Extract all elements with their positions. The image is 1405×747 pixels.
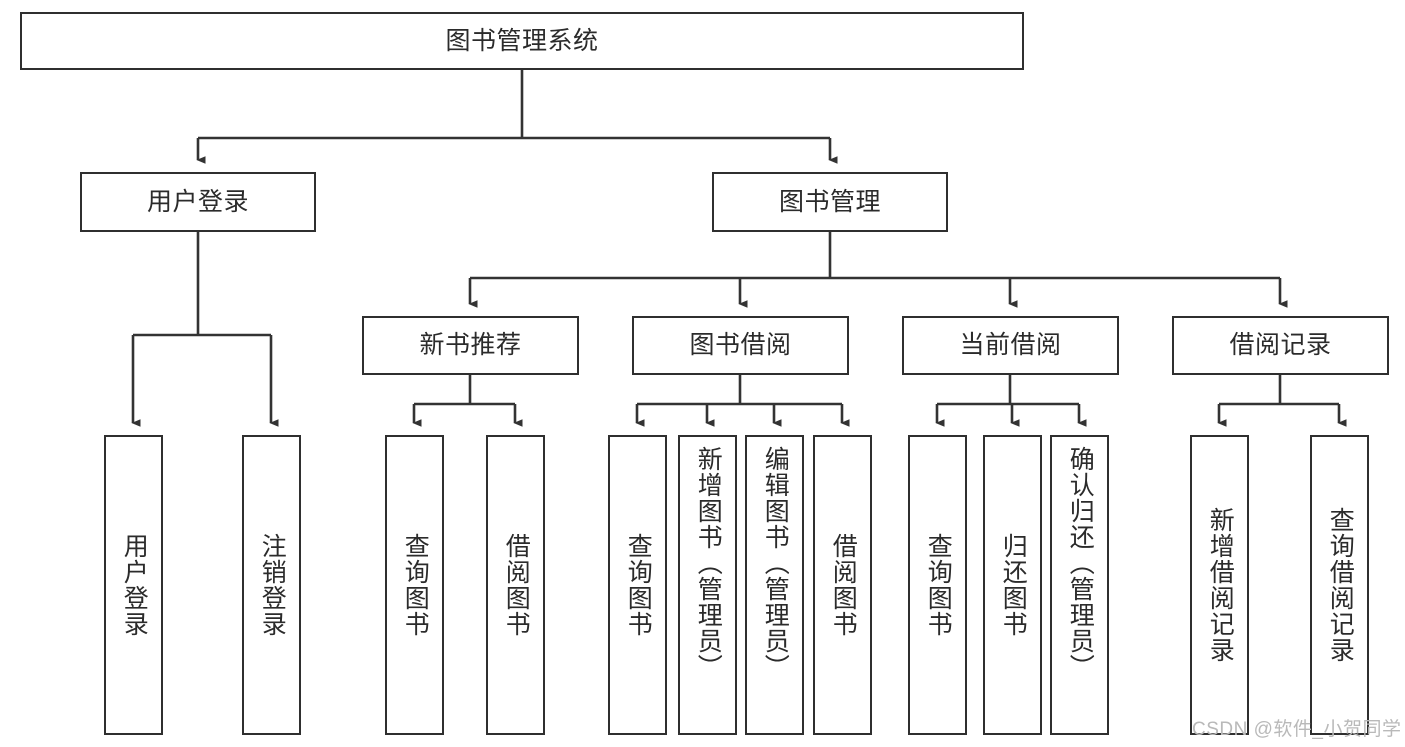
node-root-system-label: 图书管理系统 (445, 26, 599, 55)
node-leaf-confirm-return[interactable]: 确认归还（管理员） (1050, 435, 1109, 735)
node-leaf-query-record[interactable]: 查询借阅记录 (1310, 435, 1369, 735)
node-leaf-borrow-book-2-label: 借阅图书 (829, 533, 858, 637)
node-root-system[interactable]: 图书管理系统 (20, 12, 1024, 70)
node-leaf-add-book[interactable]: 新增图书（管理员） (678, 435, 737, 735)
node-current-borrow-label: 当前借阅 (959, 331, 1062, 359)
node-new-book-recommend[interactable]: 新书推荐 (362, 316, 579, 375)
node-leaf-query-book-2-label: 查询图书 (624, 533, 653, 637)
node-leaf-query-book-3[interactable]: 查询图书 (908, 435, 967, 735)
node-leaf-add-record[interactable]: 新增借阅记录 (1190, 435, 1249, 735)
node-book-manage[interactable]: 图书管理 (712, 172, 948, 232)
node-leaf-query-book-3-label: 查询图书 (924, 533, 953, 637)
node-leaf-query-book-2[interactable]: 查询图书 (608, 435, 667, 735)
node-book-borrow[interactable]: 图书借阅 (632, 316, 849, 375)
node-leaf-query-book-1[interactable]: 查询图书 (385, 435, 444, 735)
node-leaf-add-record-label: 新增借阅记录 (1206, 507, 1235, 663)
node-current-borrow[interactable]: 当前借阅 (902, 316, 1119, 375)
node-borrow-record-label: 借阅记录 (1229, 331, 1332, 359)
node-leaf-add-book-label: 新增图书（管理员） (694, 446, 723, 680)
node-borrow-record[interactable]: 借阅记录 (1172, 316, 1389, 375)
node-leaf-borrow-book-2[interactable]: 借阅图书 (813, 435, 872, 735)
node-leaf-return-book[interactable]: 归还图书 (983, 435, 1042, 735)
node-leaf-user-logout-label: 注销登录 (258, 533, 287, 637)
node-leaf-query-record-label: 查询借阅记录 (1326, 507, 1355, 663)
node-leaf-edit-book[interactable]: 编辑图书（管理员） (745, 435, 804, 735)
node-leaf-borrow-book-1-label: 借阅图书 (502, 533, 531, 637)
node-leaf-return-book-label: 归还图书 (999, 533, 1028, 637)
node-user-login[interactable]: 用户登录 (80, 172, 316, 232)
node-book-manage-label: 图书管理 (778, 187, 881, 216)
node-leaf-query-book-1-label: 查询图书 (401, 533, 430, 637)
node-leaf-edit-book-label: 编辑图书（管理员） (761, 446, 790, 680)
node-new-book-recommend-label: 新书推荐 (419, 331, 522, 359)
node-leaf-user-login[interactable]: 用户登录 (104, 435, 163, 735)
node-book-borrow-label: 图书借阅 (689, 331, 792, 359)
csdn-watermark: CSDN @软件_小贺同学 (1192, 719, 1402, 740)
node-leaf-confirm-return-label: 确认归还（管理员） (1066, 446, 1095, 680)
node-leaf-user-login-label: 用户登录 (120, 533, 149, 637)
node-leaf-user-logout[interactable]: 注销登录 (242, 435, 301, 735)
node-leaf-borrow-book-1[interactable]: 借阅图书 (486, 435, 545, 735)
node-user-login-label: 用户登录 (146, 187, 249, 216)
